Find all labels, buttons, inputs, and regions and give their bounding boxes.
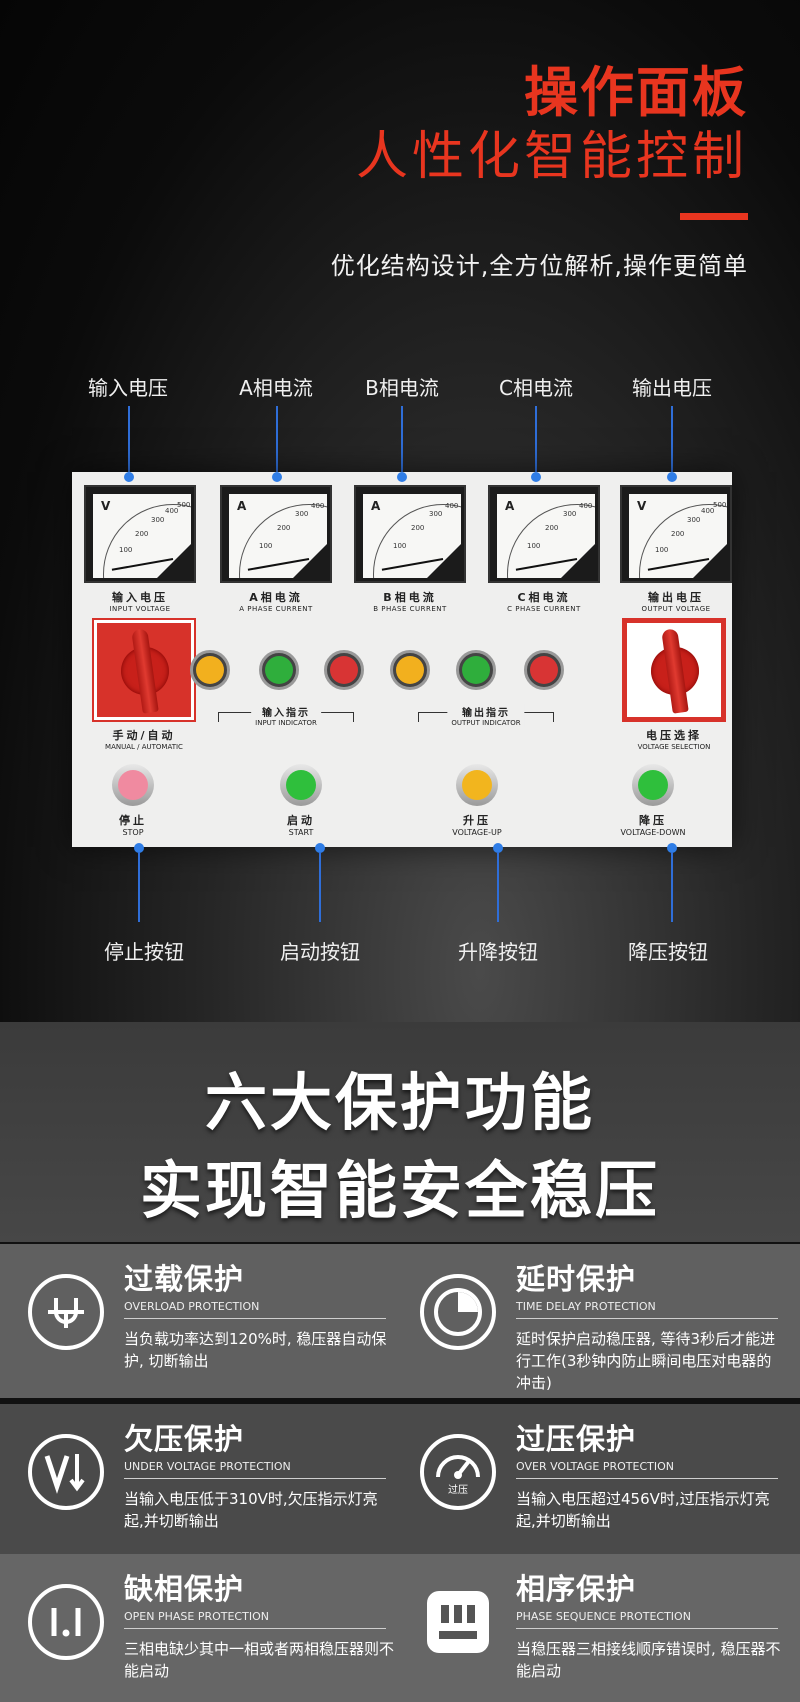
meter-a-phase-current: A 100 200 300 400 bbox=[220, 485, 332, 583]
callout-dot bbox=[667, 472, 677, 482]
callout-line bbox=[401, 406, 403, 476]
banner-subtitle: 实现智能安全稳压 bbox=[139, 1154, 660, 1227]
timer-icon bbox=[420, 1274, 496, 1350]
input-indicator-lamp-green bbox=[259, 650, 299, 690]
plug-icon bbox=[420, 1584, 496, 1660]
callout-input-voltage: 输入电压 bbox=[88, 376, 168, 400]
gauge-icon: 过压 bbox=[420, 1434, 496, 1510]
callout-start-button: 启动按钮 bbox=[280, 940, 360, 964]
meter-c-phase-current: A 100 200 300 400 bbox=[488, 485, 600, 583]
callout-line bbox=[671, 852, 673, 922]
callout-line bbox=[128, 406, 130, 476]
callout-output-voltage: 输出电压 bbox=[632, 376, 712, 400]
output-indicator-lamp-red bbox=[524, 650, 564, 690]
stop-button[interactable] bbox=[112, 764, 154, 806]
start-button[interactable] bbox=[280, 764, 322, 806]
meter-output-voltage: V 100 200 300 400 500 bbox=[620, 485, 732, 583]
callout-dot bbox=[667, 843, 677, 853]
banner-title: 六大保护功能 bbox=[204, 1066, 595, 1139]
callout-dot bbox=[315, 843, 325, 853]
callout-line bbox=[671, 406, 673, 476]
callout-line bbox=[497, 852, 499, 922]
feature-row: 欠压保护 UNDER VOLTAGE PROTECTION 当输入电压低于310… bbox=[0, 1404, 800, 1558]
feature-under-voltage: 欠压保护 UNDER VOLTAGE PROTECTION 当输入电压低于310… bbox=[0, 1404, 400, 1558]
section-title: 操作面板 bbox=[524, 61, 748, 124]
callout-c-phase-current: C相电流 bbox=[499, 376, 573, 400]
callout-stop-button: 停止按钮 bbox=[104, 940, 184, 964]
callout-dot bbox=[493, 843, 503, 853]
voltage-up-button[interactable] bbox=[456, 764, 498, 806]
feature-phase-sequence: 相序保护 PHASE SEQUENCE PROTECTION 当稳压器三相接线顺… bbox=[392, 1554, 800, 1702]
operation-panel-section: 操作面板 人性化智能控制 优化结构设计,全方位解析,操作更简单 输入电压 A相电… bbox=[0, 0, 800, 1022]
callout-line bbox=[319, 852, 321, 922]
callout-b-phase-current: B相电流 bbox=[365, 376, 439, 400]
callout-dot bbox=[272, 472, 282, 482]
feature-time-delay: 延时保护 TIME DELAY PROTECTION 延时保护启动稳压器, 等待… bbox=[392, 1244, 800, 1398]
title-accent-bar bbox=[680, 213, 748, 220]
callout-voltage-down-button: 降压按钮 bbox=[628, 940, 708, 964]
callout-voltage-up-button: 升降按钮 bbox=[458, 940, 538, 964]
feature-open-phase: 缺相保护 OPEN PHASE PROTECTION 三相电缺少其中一相或者两相… bbox=[0, 1554, 400, 1702]
callout-line bbox=[535, 406, 537, 476]
open-phase-icon bbox=[28, 1584, 104, 1660]
feature-over-voltage: 过压 过压保护 OVER VOLTAGE PROTECTION 当输入电压超过4… bbox=[392, 1404, 800, 1558]
feature-row: 过载保护 OVERLOAD PROTECTION 当负载功率达到120%时, 稳… bbox=[0, 1244, 800, 1398]
overload-icon bbox=[28, 1274, 104, 1350]
feature-overload: 过载保护 OVERLOAD PROTECTION 当负载功率达到120%时, 稳… bbox=[0, 1244, 400, 1398]
input-indicator-lamp-yellow bbox=[190, 650, 230, 690]
voltage-selection-switch[interactable] bbox=[622, 618, 726, 722]
protection-banner: 六大保护功能 实现智能安全稳压 bbox=[0, 1022, 800, 1242]
section-subtitle: 优化结构设计,全方位解析,操作更简单 bbox=[330, 252, 748, 280]
output-indicator-lamp-green bbox=[456, 650, 496, 690]
callout-dot bbox=[124, 472, 134, 482]
callout-dot bbox=[134, 843, 144, 853]
meter-b-phase-current: A 100 200 300 400 bbox=[354, 485, 466, 583]
input-indicator-lamp-red bbox=[324, 650, 364, 690]
callout-dot bbox=[531, 472, 541, 482]
meter-input-voltage: V 100 200 300 400 500 bbox=[84, 485, 196, 583]
output-indicator-lamp-yellow bbox=[390, 650, 430, 690]
callout-line bbox=[138, 852, 140, 922]
feature-row: 缺相保护 OPEN PHASE PROTECTION 三相电缺少其中一相或者两相… bbox=[0, 1554, 800, 1702]
undervoltage-icon bbox=[28, 1434, 104, 1510]
manual-auto-switch[interactable] bbox=[92, 618, 196, 722]
callout-dot bbox=[397, 472, 407, 482]
section-title-2: 人性化智能控制 bbox=[355, 127, 748, 187]
voltage-down-button[interactable] bbox=[632, 764, 674, 806]
callout-a-phase-current: A相电流 bbox=[239, 376, 313, 400]
callout-line bbox=[276, 406, 278, 476]
